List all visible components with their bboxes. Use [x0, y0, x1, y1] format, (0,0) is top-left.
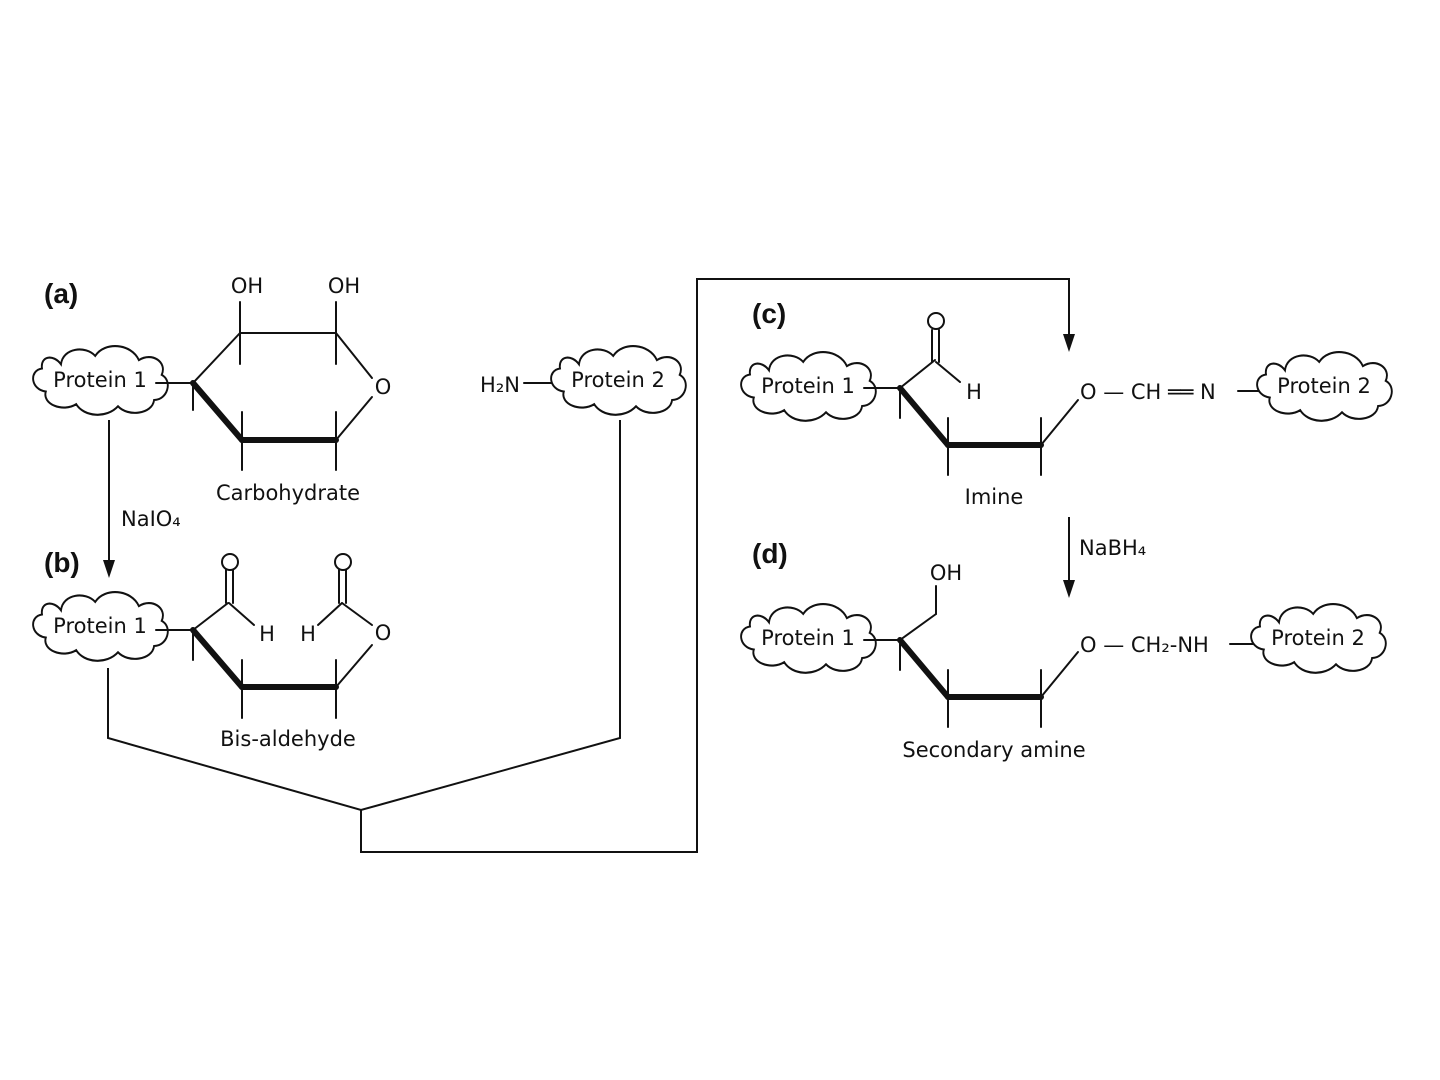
hydroxyl-label: OH: [930, 561, 962, 585]
periodate-label: NaIO₄: [121, 507, 181, 531]
secondary-amine-caption: Secondary amine: [902, 738, 1085, 762]
secondary-amine-structure: OH O — CH₂-NH Protein 2 Secondary amine: [863, 561, 1387, 762]
panel-label-c: (c): [752, 298, 786, 329]
carbonyl-oxygen: [221, 553, 239, 571]
imine-caption: Imine: [965, 485, 1024, 509]
bond: [335, 644, 373, 688]
protein2-label: Protein 2: [1277, 374, 1371, 398]
bond: [1040, 399, 1079, 446]
flow-path: [360, 278, 1070, 853]
bond: [192, 602, 229, 631]
borohydride-label: NaBH₄: [1079, 536, 1146, 560]
aldehyde-h-label: H: [300, 622, 316, 646]
carbonyl-oxygen: [927, 312, 945, 330]
arrowhead: [103, 560, 115, 578]
protein1-label: Protein 1: [53, 368, 147, 392]
protein2-label: Protein 2: [1271, 626, 1365, 650]
oxygen-label: O: [375, 621, 392, 645]
merge-bracket: [107, 420, 621, 812]
protein1-cloud-d: Protein 1: [740, 603, 877, 674]
arrowhead: [1063, 334, 1075, 352]
arrowhead: [1063, 580, 1075, 598]
carbohydrate-caption: Carbohydrate: [216, 481, 360, 505]
bond-thick: [190, 380, 245, 443]
bond: [899, 613, 937, 641]
reaction-flow-connector: [107, 278, 1075, 853]
bond-thick: [190, 627, 245, 690]
imine-linkage-label: O — CH ══ N: [1080, 380, 1216, 404]
panel-c-imine: (c) Protein 1 H O — CH ══ N Protein 2 Im…: [740, 298, 1393, 509]
bond: [1040, 651, 1079, 698]
protein2-label: Protein 2: [571, 368, 665, 392]
arrow-a-to-b: NaIO₄: [103, 420, 181, 578]
h2n-protein2: H₂N Protein 2: [480, 345, 687, 416]
panel-label-a: (a): [44, 278, 78, 309]
imine-structure: H O — CH ══ N Protein 2 Imine: [863, 312, 1393, 509]
protein1-cloud-a: Protein 1: [32, 345, 169, 416]
protein1-label: Protein 1: [53, 614, 147, 638]
bis-aldehyde-caption: Bis-aldehyde: [220, 727, 356, 751]
protein1-label: Protein 1: [761, 626, 855, 650]
bond-thick: [897, 385, 951, 448]
panel-b-bis-aldehyde: (b) Protein 1 H H O Bis-a: [32, 547, 392, 751]
ring-oxygen-label: O: [375, 375, 392, 399]
bond-thick: [897, 637, 951, 700]
h2n-label: H₂N: [480, 373, 520, 397]
carbonyl-oxygen: [334, 553, 352, 571]
protein1-cloud-c: Protein 1: [740, 351, 877, 422]
panel-d-secondary-amine: (d) Protein 1 OH O — CH₂-NH Protein 2 Se…: [740, 538, 1387, 762]
oh-label: OH: [328, 274, 360, 298]
bond: [317, 602, 343, 626]
bond: [335, 332, 373, 379]
carbohydrate-ring: OH OH O Carbohydrate: [155, 274, 392, 505]
panel-label-b: (b): [44, 547, 80, 578]
bond: [192, 332, 241, 384]
bond: [341, 602, 373, 626]
bond: [228, 602, 255, 626]
bond: [335, 396, 373, 441]
bond: [935, 361, 961, 383]
oh-label: OH: [231, 274, 263, 298]
panel-a-carbohydrate: (a) Protein 1 OH OH O Carbohydrate H₂N: [32, 274, 687, 505]
protein1-cloud-b: Protein 1: [32, 591, 169, 662]
bis-aldehyde-structure: H H O Bis-aldehyde: [155, 553, 392, 751]
panel-label-d: (d): [752, 538, 788, 569]
aldehyde-h-label: H: [966, 380, 982, 404]
arrow-c-to-d: NaBH₄: [1063, 517, 1146, 598]
aldehyde-h-label: H: [259, 622, 275, 646]
amine-linkage-label: O — CH₂-NH: [1080, 633, 1209, 657]
bond: [899, 359, 936, 389]
protein1-label: Protein 1: [761, 374, 855, 398]
